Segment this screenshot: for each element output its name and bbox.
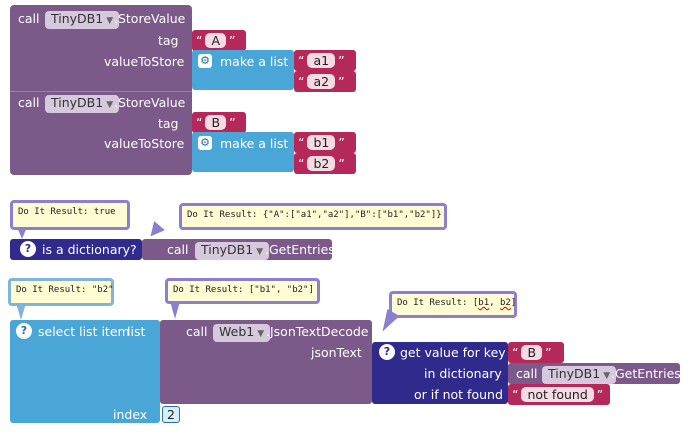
call-keyword: call <box>18 95 40 110</box>
dropdown-label: TinyDB1 <box>51 95 104 110</box>
method-name: .GetEntries <box>265 242 335 257</box>
index-label: index <box>113 407 148 422</box>
text-value[interactable]: a1 <box>307 53 336 68</box>
text-value[interactable]: A <box>205 33 227 48</box>
quote-close: ” <box>229 33 236 48</box>
chevron-down-icon: ▼ <box>106 16 114 26</box>
list-label: list <box>127 324 146 339</box>
value-to-store-label: valueToStore <box>104 136 185 151</box>
json-text-label: jsonText <box>311 345 362 360</box>
text-block-a2[interactable]: “a2” <box>294 71 356 92</box>
text-block-key-b[interactable]: “B” <box>508 342 564 363</box>
call-keyword: call <box>516 366 538 381</box>
chevron-down-icon: ▼ <box>603 371 611 381</box>
do-it-result-tooltip-true: Do It Result: true <box>10 200 130 230</box>
number-block-index[interactable]: 2 <box>162 406 180 423</box>
select-list-item-label: select list item <box>38 324 130 339</box>
text-value[interactable]: b1 <box>307 135 336 150</box>
tooltip-b1: b1 <box>478 298 490 308</box>
chevron-down-icon: ▼ <box>256 247 264 257</box>
method-name: .GetEntries <box>611 366 681 381</box>
chevron-down-icon: ▼ <box>106 100 114 110</box>
dropdown-label: Web1 <box>219 324 255 339</box>
help-icon[interactable]: ? <box>16 323 32 339</box>
tooltip-pointer <box>17 227 27 239</box>
text-value[interactable]: b2 <box>307 156 336 171</box>
call-keyword: call <box>167 242 189 257</box>
text-block-a1[interactable]: “a1” <box>294 50 356 71</box>
make-list-label: make a list <box>220 54 289 69</box>
quote-close: ” <box>545 345 552 360</box>
select-list-item-block[interactable] <box>10 320 160 423</box>
tag-label: tag <box>158 33 179 48</box>
tinydb1-component-dropdown[interactable]: TinyDB1▼ <box>542 366 617 384</box>
call-keyword: call <box>186 324 208 339</box>
quote-open: “ <box>512 387 519 402</box>
quote-open: “ <box>512 345 519 360</box>
text-block-b2[interactable]: “b2” <box>294 153 356 174</box>
do-it-result-tooltip-json: Do It Result: ["b1", "b2"] <box>165 278 320 304</box>
text-value[interactable]: a2 <box>307 74 336 89</box>
quote-close: ” <box>338 74 345 89</box>
not-found-label: or if not found <box>414 387 503 402</box>
gear-icon[interactable]: ⚙ <box>198 54 212 68</box>
tinydb1-component-dropdown[interactable]: TinyDB1▼ <box>45 95 120 113</box>
quote-open: “ <box>298 53 305 68</box>
tooltip-pointer <box>16 303 26 320</box>
tinydb1-component-dropdown[interactable]: TinyDB1▼ <box>45 11 120 29</box>
dropdown-label: TinyDB1 <box>548 366 601 381</box>
tooltip-prefix: Do It Result: [ <box>397 298 479 308</box>
do-it-result-tooltip-b2: Do It Result: "b2" <box>8 278 114 306</box>
dropdown-label: TinyDB1 <box>51 11 104 26</box>
tooltip-text: Do It Result: true <box>18 207 116 217</box>
tooltip-text: Do It Result: "b2" <box>16 285 114 295</box>
tooltip-pointer <box>170 301 180 319</box>
text-block-not-found[interactable]: “not found” <box>508 384 610 405</box>
text-value[interactable]: B <box>521 345 543 360</box>
method-name: .StoreValue <box>114 11 186 26</box>
quote-close: ” <box>338 53 345 68</box>
tooltip-b2: b2 <box>499 298 511 308</box>
tag-label: tag <box>158 116 179 131</box>
dropdown-label: TinyDB1 <box>201 242 254 257</box>
quote-open: “ <box>196 33 203 48</box>
method-name: .StoreValue <box>114 95 186 110</box>
text-block-b1[interactable]: “b1” <box>294 132 356 153</box>
quote-open: “ <box>196 115 203 130</box>
tooltip-pointer <box>145 221 165 241</box>
quote-close: ” <box>338 156 345 171</box>
help-icon[interactable]: ? <box>379 344 395 360</box>
in-dictionary-label: in dictionary <box>424 366 502 381</box>
is-dictionary-label: is a dictionary? <box>42 242 137 257</box>
do-it-result-tooltip-getvalue: Do It Result: [b1, b2] <box>389 291 517 318</box>
gear-icon[interactable]: ⚙ <box>198 136 212 150</box>
make-list-label: make a list <box>220 136 289 151</box>
chevron-down-icon: ▼ <box>257 329 265 339</box>
quote-close: ” <box>338 135 345 150</box>
web1-component-dropdown[interactable]: Web1▼ <box>213 324 271 342</box>
call-keyword: call <box>18 11 40 26</box>
get-value-label: get value for key <box>400 345 506 360</box>
tooltip-sep: , <box>489 298 500 308</box>
tooltip-suffix: ] <box>510 298 517 308</box>
text-value[interactable]: not found <box>521 387 594 402</box>
quote-close: ” <box>229 115 236 130</box>
tinydb1-component-dropdown[interactable]: TinyDB1▼ <box>195 242 270 260</box>
quote-close: ” <box>596 387 604 402</box>
text-value[interactable]: B <box>205 115 227 130</box>
tooltip-text: Do It Result: ["b1", "b2"] <box>173 285 314 295</box>
method-name: .JsonTextDecode <box>266 324 369 339</box>
help-icon[interactable]: ? <box>20 241 36 257</box>
text-block-a[interactable]: “A” <box>192 30 246 51</box>
do-it-result-tooltip-entries: Do It Result: {"A":["a1","a2"],"B":["b1"… <box>179 203 447 230</box>
quote-open: “ <box>298 135 305 150</box>
text-block-b[interactable]: “B” <box>192 112 246 133</box>
is-dictionary-block[interactable] <box>10 239 142 260</box>
value-to-store-label: valueToStore <box>104 54 185 69</box>
quote-open: “ <box>298 156 305 171</box>
quote-open: “ <box>298 74 305 89</box>
tooltip-text: Do It Result: {"A":["a1","a2"],"B":["b1"… <box>187 210 442 220</box>
